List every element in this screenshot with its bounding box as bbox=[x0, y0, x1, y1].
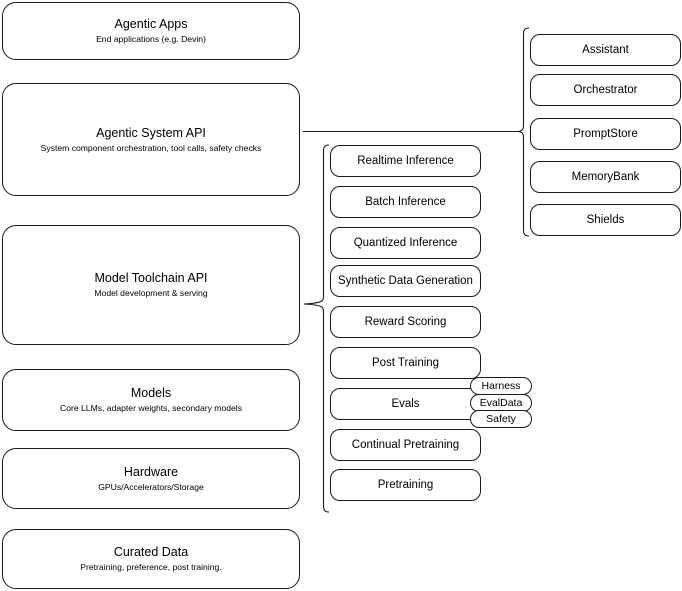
system-component-orchestrator[interactable]: Orchestrator bbox=[530, 74, 681, 106]
capability-label: Continual Pretraining bbox=[351, 439, 460, 451]
evals-subcomponent-harness[interactable]: Harness bbox=[470, 377, 532, 395]
pill-label: Harness bbox=[481, 380, 521, 392]
layer-subtitle: Model development & serving bbox=[94, 288, 208, 298]
capability-label: Post Training bbox=[371, 357, 440, 369]
layer-subtitle: Pretraining, preference, post training. bbox=[80, 562, 222, 572]
layer-title: Agentic System API bbox=[96, 125, 206, 140]
component-label: Orchestrator bbox=[573, 84, 638, 96]
component-label: Assistant bbox=[582, 44, 629, 56]
system-component-shields[interactable]: Shields bbox=[530, 204, 681, 236]
layer-subtitle: GPUs/Accelerators/Storage bbox=[98, 481, 204, 492]
layer-title: Models bbox=[130, 386, 172, 400]
capability-label: Synthetic Data Generation bbox=[338, 275, 473, 287]
capability-label: Realtime Inference bbox=[357, 155, 454, 167]
layer-title: Curated Data bbox=[113, 545, 189, 559]
system-component-promptstore[interactable]: PromptStore bbox=[530, 118, 681, 150]
toolchain-capabilities-brace bbox=[303, 144, 330, 513]
capability-label: Reward Scoring bbox=[364, 316, 447, 328]
capability-synthetic-data-generation[interactable]: Synthetic Data Generation bbox=[330, 265, 481, 297]
capability-post-training[interactable]: Post Training bbox=[330, 347, 481, 379]
capability-label: Pretraining bbox=[377, 479, 434, 491]
layer-subtitle: End applications (e.g. Devin) bbox=[96, 34, 206, 44]
layer-models[interactable]: Models Core LLMs, adapter weights, secon… bbox=[2, 369, 300, 431]
capability-label: Batch Inference bbox=[365, 196, 446, 208]
layer-agentic-apps[interactable]: Agentic Apps End applications (e.g. Devi… bbox=[2, 2, 300, 60]
pill-label: EvalData bbox=[479, 397, 523, 409]
evals-subcomponent-safety[interactable]: Safety bbox=[470, 410, 532, 428]
layer-subtitle: System component orchestration, tool cal… bbox=[40, 142, 262, 153]
layer-title: Hardware bbox=[123, 464, 179, 479]
capability-evals[interactable]: Evals bbox=[330, 388, 481, 420]
component-label: Shields bbox=[586, 214, 625, 226]
layer-hardware[interactable]: Hardware GPUs/Accelerators/Storage bbox=[2, 448, 300, 509]
pill-label: Safety bbox=[486, 413, 516, 425]
system-component-assistant[interactable]: Assistant bbox=[530, 34, 681, 66]
capability-realtime-inference[interactable]: Realtime Inference bbox=[330, 145, 481, 177]
layer-title: Agentic Apps bbox=[114, 17, 188, 31]
layer-agentic-system-api[interactable]: Agentic System API System component orch… bbox=[2, 83, 300, 196]
component-label: PromptStore bbox=[573, 128, 638, 140]
capability-batch-inference[interactable]: Batch Inference bbox=[330, 186, 481, 218]
capability-reward-scoring[interactable]: Reward Scoring bbox=[330, 306, 481, 338]
layer-title: Model Toolchain API bbox=[94, 271, 208, 285]
system-components-brace bbox=[517, 27, 530, 237]
component-label: MemoryBank bbox=[571, 171, 640, 183]
capability-label: Quantized Inference bbox=[353, 237, 458, 249]
capability-label: Evals bbox=[391, 398, 420, 410]
system-component-memorybank[interactable]: MemoryBank bbox=[530, 161, 681, 193]
capability-quantized-inference[interactable]: Quantized Inference bbox=[330, 227, 481, 259]
layer-model-toolchain-api[interactable]: Model Toolchain API Model development & … bbox=[2, 225, 300, 345]
capability-pretraining[interactable]: Pretraining bbox=[330, 469, 481, 501]
capability-continual-pretraining[interactable]: Continual Pretraining bbox=[330, 429, 481, 461]
layer-subtitle: Core LLMs, adapter weights, secondary mo… bbox=[60, 403, 242, 413]
layer-curated-data[interactable]: Curated Data Pretraining, preference, po… bbox=[2, 529, 300, 589]
